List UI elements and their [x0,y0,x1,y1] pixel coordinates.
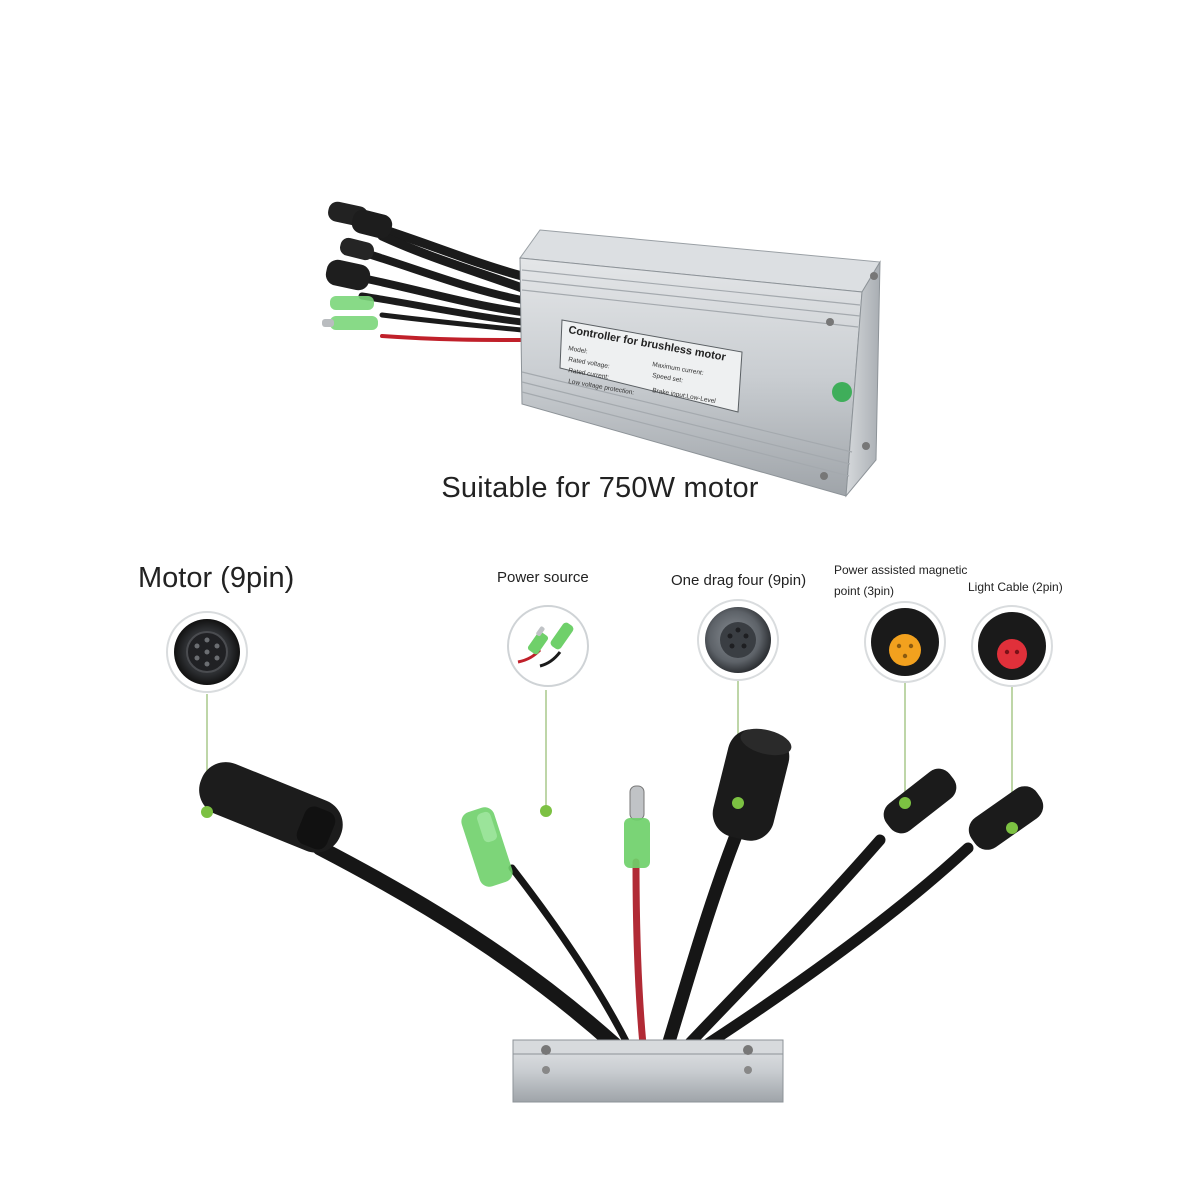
light-cable-label: Light Cable (2pin) [968,580,1063,594]
controller-cables [355,217,527,342]
pas-plug [883,768,957,834]
drag-connector-circle [697,599,779,681]
pas-label-line1: Power assisted magnetic [834,563,968,577]
light-connector-circle [971,605,1053,687]
controller-photo: Controller for brushless motor [322,201,881,498]
power-source-label: Power source [497,569,589,586]
motor-label: Motor (9pin) [138,562,295,594]
controller-box-bottom [512,1039,784,1103]
pas-connector-circle [864,601,946,683]
power-plug-bullet [624,785,650,868]
cable-fan [312,813,974,1053]
motor-plug [199,762,343,853]
green-seal-icon [832,382,852,402]
controller-box: Controller for brushless motor [519,229,881,498]
one-drag-four-label: One drag four (9pin) [671,572,807,589]
controller-plugs [322,201,393,330]
power-connector-circle [507,605,589,687]
pas-label-line2: point (3pin) [834,584,895,598]
controller-label-line: Model: [568,345,589,355]
callout-dots [201,797,1018,834]
light-plug [968,786,1044,850]
caption: Suitable for 750W motor [441,472,759,504]
power-plug-green [461,807,513,887]
motor-connector-circle [166,611,248,693]
drag-plug [712,728,792,841]
